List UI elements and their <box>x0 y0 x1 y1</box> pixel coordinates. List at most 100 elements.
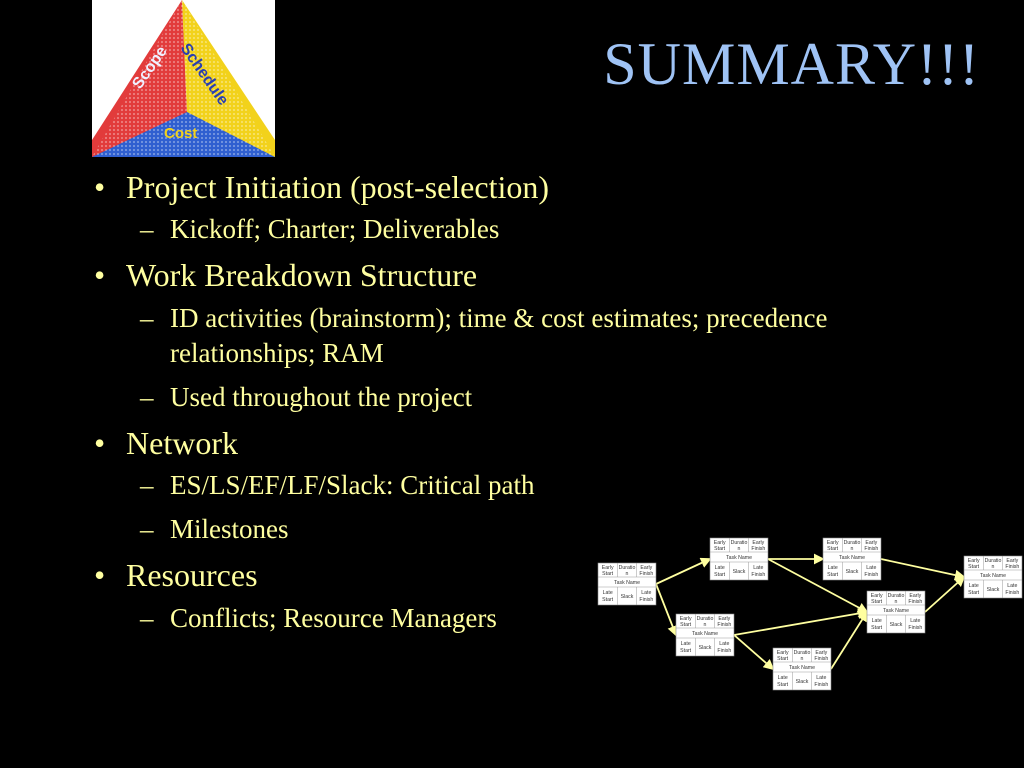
dash-marker: – <box>140 470 154 501</box>
late-finish-label: Finish <box>639 597 653 603</box>
early-finish-label: Early <box>1006 558 1018 564</box>
sub-bullet-text: Milestones <box>170 514 289 545</box>
early-finish-label: Early <box>752 540 764 546</box>
early-finish-label: Early <box>718 616 730 622</box>
logo-cost-label: Cost <box>164 125 197 142</box>
sub-bullet-item: –ID activities (brainstorm); time & cost… <box>88 301 868 371</box>
late-start-label: Late <box>872 618 882 624</box>
early-start-label: Early <box>827 540 839 546</box>
bullet-marker: • <box>94 169 106 205</box>
late-finish-label: Finish <box>814 682 828 688</box>
late-finish-label: Late <box>719 641 729 647</box>
duration-label: n <box>851 546 854 552</box>
late-start-label: Late <box>778 675 788 681</box>
sub-bullet-text: Conflicts; Resource Managers <box>170 602 497 633</box>
duration-label: Duratio <box>731 540 748 546</box>
early-finish-label: Finish <box>751 546 765 552</box>
duration-label: n <box>626 571 629 577</box>
late-finish-label: Late <box>866 565 876 571</box>
sub-bullet-text: ES/LS/EF/LF/Slack: Critical path <box>170 470 535 501</box>
network-arrow <box>733 634 775 671</box>
bullet-item: •Project Initiation (post-selection) <box>88 168 868 206</box>
network-arrow <box>767 558 869 613</box>
early-finish-label: Early <box>865 540 877 546</box>
network-arrow <box>924 575 966 613</box>
late-finish-label: Finish <box>1005 590 1019 596</box>
task-name-label: Task Name <box>726 555 752 561</box>
late-finish-label: Finish <box>908 625 922 631</box>
sub-bullet-text: ID activities (brainstorm); time & cost … <box>170 302 828 368</box>
duration-label: n <box>992 564 995 570</box>
duration-label: Duratio <box>888 593 905 599</box>
late-finish-label: Late <box>1007 583 1017 589</box>
slack-label: Slack <box>621 594 634 600</box>
duration-label: Duratio <box>697 616 714 622</box>
sub-bullet-item: –Milestones <box>88 512 868 547</box>
sub-bullet-item: –ES/LS/EF/LF/Slack: Critical path <box>88 468 868 503</box>
early-finish-label: Early <box>815 650 827 656</box>
late-start-label: Start <box>871 625 883 631</box>
bullet-text: Resources <box>126 557 258 594</box>
early-start-label: Start <box>777 656 789 662</box>
early-finish-label: Finish <box>864 546 878 552</box>
late-start-label: Start <box>777 682 789 688</box>
duration-label: Duratio <box>619 565 636 571</box>
task-name-label: Task Name <box>883 608 909 614</box>
bullet-item: • Resources <box>88 556 868 594</box>
sub-bullet-item: –Kickoff; Charter; Deliverables <box>88 212 868 247</box>
duration-label: n <box>738 546 741 552</box>
early-finish-label: Early <box>909 593 921 599</box>
duration-label: n <box>704 622 707 628</box>
dash-marker: – <box>140 602 154 633</box>
early-start-label: Start <box>968 564 980 570</box>
bullet-marker: • <box>94 424 106 461</box>
late-start-label: Start <box>968 590 980 596</box>
bullet-text: Network <box>126 424 238 461</box>
early-finish-label: Early <box>640 565 652 571</box>
bullet-marker: • <box>94 557 106 594</box>
network-arrow <box>880 558 966 581</box>
task-name-label: Task Name <box>692 631 718 637</box>
early-start-label: Early <box>602 565 614 571</box>
slide-title: SUMMARY!!! <box>603 31 980 97</box>
early-start-label: Early <box>968 558 980 564</box>
early-finish-label: Finish <box>717 622 731 628</box>
early-start-label: Start <box>680 622 692 628</box>
bullet-marker: • <box>94 257 106 294</box>
late-finish-label: Finish <box>864 572 878 578</box>
duration-label: n <box>895 599 898 605</box>
late-finish-label: Late <box>753 565 763 571</box>
late-start-label: Late <box>681 641 691 647</box>
duration-label: Duratio <box>985 558 1002 564</box>
early-start-label: Start <box>714 546 726 552</box>
duration-label: Duratio <box>794 650 811 656</box>
network-arrow <box>655 583 678 637</box>
late-finish-label: Finish <box>717 648 731 654</box>
duration-label: n <box>801 656 804 662</box>
early-finish-label: Finish <box>639 571 653 577</box>
network-arrow <box>655 557 712 585</box>
sub-bullet-text: Used throughout the project <box>170 381 473 412</box>
network-arrow <box>733 608 869 636</box>
early-start-label: Start <box>827 546 839 552</box>
bullet-list: •Project Initiation (post-selection) –Ki… <box>88 168 868 645</box>
duration-label: Duratio <box>844 540 861 546</box>
slack-label: Slack <box>846 569 859 575</box>
early-finish-label: Finish <box>1005 564 1019 570</box>
early-start-label: Start <box>602 571 614 577</box>
early-finish-label: Finish <box>814 656 828 662</box>
late-finish-label: Late <box>816 675 826 681</box>
dash-marker: – <box>140 514 154 545</box>
early-start-label: Early <box>714 540 726 546</box>
slack-label: Slack <box>699 645 712 651</box>
early-start-label: Early <box>871 593 883 599</box>
dash-marker: – <box>140 214 154 245</box>
early-finish-label: Finish <box>908 599 922 605</box>
task-name-label: Task Name <box>839 555 865 561</box>
